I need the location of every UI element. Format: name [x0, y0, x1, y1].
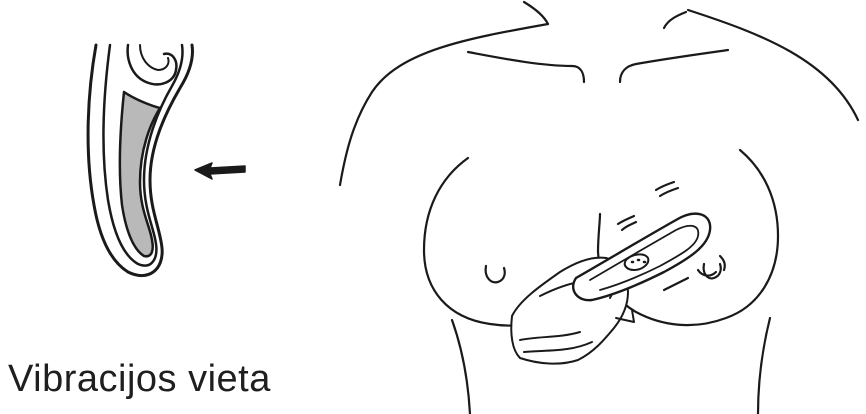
left-waist	[452, 320, 470, 414]
left-arrow-icon	[195, 163, 245, 179]
device-top-curl-inner	[140, 45, 169, 70]
device-in-use	[573, 214, 710, 301]
vibration-mark	[664, 278, 688, 290]
vibration-mark	[656, 182, 678, 196]
device-closeup	[88, 45, 192, 276]
right-waist	[758, 318, 770, 414]
left-shoulder	[340, 24, 548, 185]
left-collarbone	[468, 52, 584, 82]
right-collarbone	[620, 50, 728, 82]
torso-illustration	[340, 2, 858, 414]
right-shoulder	[688, 10, 858, 120]
vibration-location-caption: Vibracijos vieta	[8, 358, 271, 401]
device-body-outline	[573, 214, 710, 301]
neck-right	[664, 12, 686, 28]
neck-left	[524, 2, 548, 24]
cleavage	[598, 214, 600, 252]
left-nipple	[486, 266, 505, 282]
device-top-curl	[128, 45, 177, 84]
vibration-mark	[618, 216, 636, 230]
